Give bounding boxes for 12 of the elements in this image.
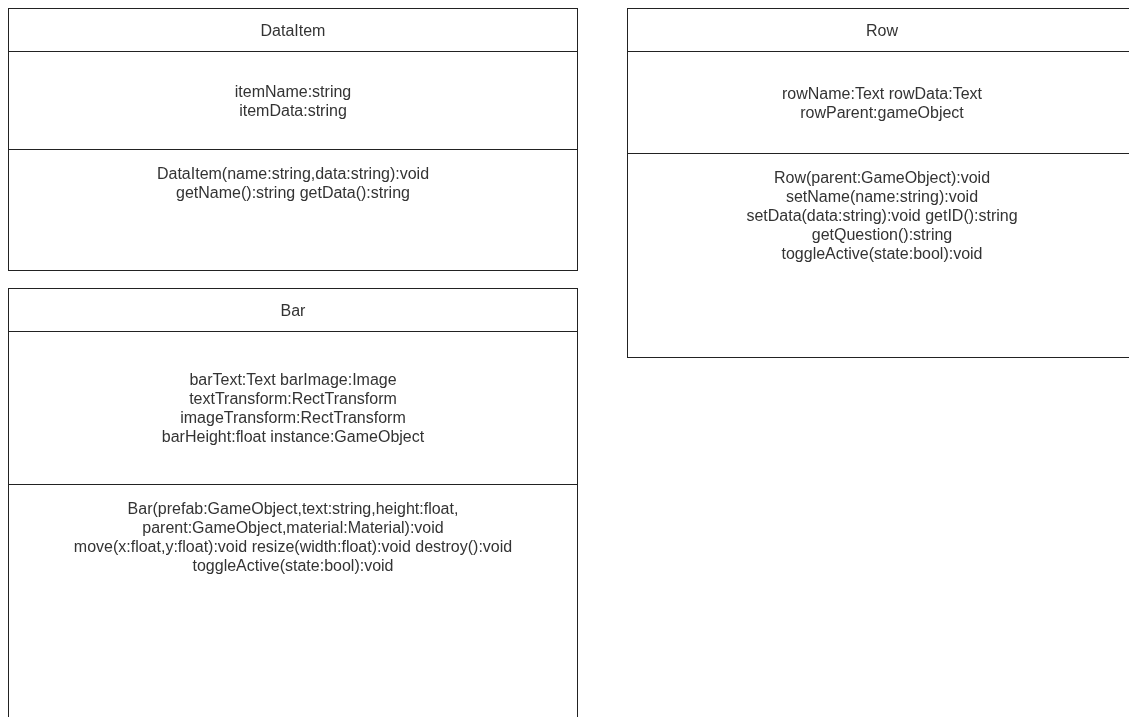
class-name: Bar <box>280 300 306 320</box>
method-list: Row(parent:GameObject):void setName(name:string):void setData(data:string):void getID():string getQuestion():string toggleActive(state:bool):void <box>732 168 1032 263</box>
attribute-list: barText:Text barImage:Image textTransform:RectTransform imageTransform:RectTransform barHeight:float instance:GameObject <box>143 370 443 446</box>
method-list: Bar(prefab:GameObject,text:string,height:float, parent:GameObject,material:Material):void move(x:float,y:float):void resize(width:float):void destroy():void toggleActive(state:bool):void <box>58 499 528 575</box>
method-list: DataItem(name:string,data:string):void getName():string getData():string <box>103 164 483 202</box>
uml-class-box <box>8 288 578 717</box>
attribute-list: rowName:Text rowData:Text rowParent:gameObject <box>757 83 1007 122</box>
class-name: Row <box>866 20 898 40</box>
class-name: DataItem <box>260 20 326 40</box>
attribute-list: itemName:string itemData:string <box>193 81 393 120</box>
uml-class-box <box>627 8 1129 358</box>
uml-class-box <box>8 8 578 271</box>
